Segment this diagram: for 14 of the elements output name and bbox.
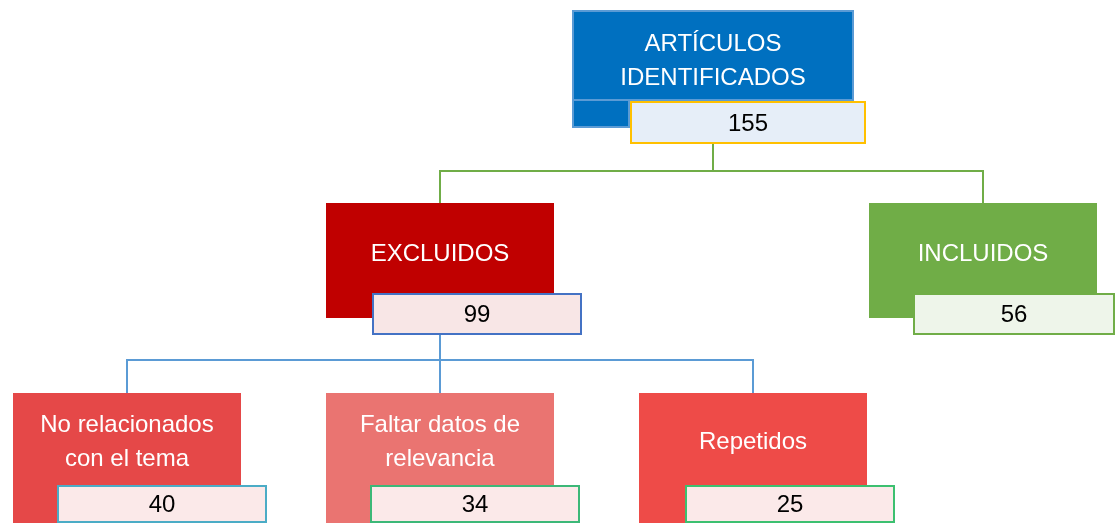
count-box: 56 <box>913 293 1115 335</box>
category-box: Faltar datos de relevancia <box>326 393 554 485</box>
category-box: ARTÍCULOS IDENTIFICADOS <box>572 10 854 101</box>
count-box: 40 <box>57 485 267 523</box>
count-box: 34 <box>370 485 580 523</box>
category-box: EXCLUIDOS <box>326 203 554 293</box>
count-box: 155 <box>630 101 866 144</box>
category-box: No relacionados con el tema <box>13 393 241 485</box>
category-box: INCLUIDOS <box>869 203 1097 293</box>
connector-line <box>439 334 754 394</box>
connector-line <box>712 143 984 204</box>
count-box: 25 <box>685 485 895 523</box>
category-box: Repetidos <box>639 393 867 485</box>
count-box: 99 <box>372 293 582 335</box>
